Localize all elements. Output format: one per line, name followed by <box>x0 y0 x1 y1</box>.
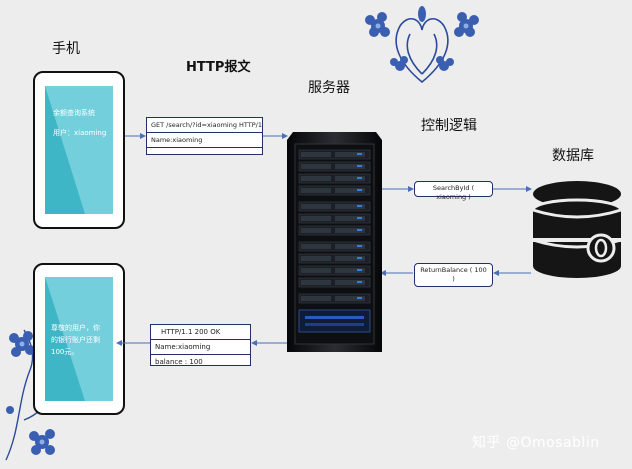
response-header: Name:xiaoming <box>151 340 250 355</box>
http-request-box: GET /search/?id=xiaoming HTTP/1.1 Name:x… <box>146 117 263 155</box>
phone-top-icon: 余额查询系统 用户：xiaoming <box>33 71 125 229</box>
database-label: 数据库 <box>552 148 594 164</box>
database-icon <box>531 181 623 278</box>
http-response-box: HTTP/1.1 200 OK Name:xiaoming balance : … <box>150 324 251 366</box>
return-call-line1: ReturnBalance ( 100 <box>420 266 487 274</box>
watermark: 知乎 @Omosablin <box>472 435 600 451</box>
floral-ornament-left-icon <box>5 329 56 461</box>
floral-ornament-top-icon <box>365 6 479 84</box>
phone-top-line2: 用户：xiaoming <box>53 129 107 137</box>
server-rack-icon <box>287 132 382 352</box>
screen-shade <box>45 86 113 214</box>
http-message-label: HTTP报文 <box>186 60 251 75</box>
phone-top-screen: 余额查询系统 用户：xiaoming <box>45 86 113 214</box>
response-status-line: HTTP/1.1 200 OK <box>151 325 250 340</box>
return-call-line2: ) <box>452 275 455 283</box>
phone-label: 手机 <box>52 41 80 57</box>
phone-bottom-line2: 的银行账户还剩 <box>51 336 100 344</box>
response-body: balance : 100 <box>155 358 203 366</box>
server-label: 服务器 <box>308 80 350 96</box>
search-call-box: SearchById ( xiaoming ) <box>414 181 493 201</box>
request-header: Name:xiaoming <box>147 133 262 148</box>
phone-bottom-line3: 100元。 <box>51 348 79 356</box>
return-call-box: ReturnBalance ( 100 ) <box>414 263 493 287</box>
phone-top-line1: 余额查询系统 <box>53 109 95 117</box>
phone-bottom-line1: 尊敬的用户，你 <box>51 324 100 332</box>
control-logic-label: 控制逻辑 <box>421 118 477 134</box>
request-line: GET /search/?id=xiaoming HTTP/1.1 <box>147 118 262 133</box>
phone-bottom-icon: 尊敬的用户，你 的银行账户还剩 100元。 <box>33 263 125 415</box>
screen-shade <box>45 277 113 401</box>
phone-bottom-screen: 尊敬的用户，你 的银行账户还剩 100元。 <box>45 277 113 401</box>
